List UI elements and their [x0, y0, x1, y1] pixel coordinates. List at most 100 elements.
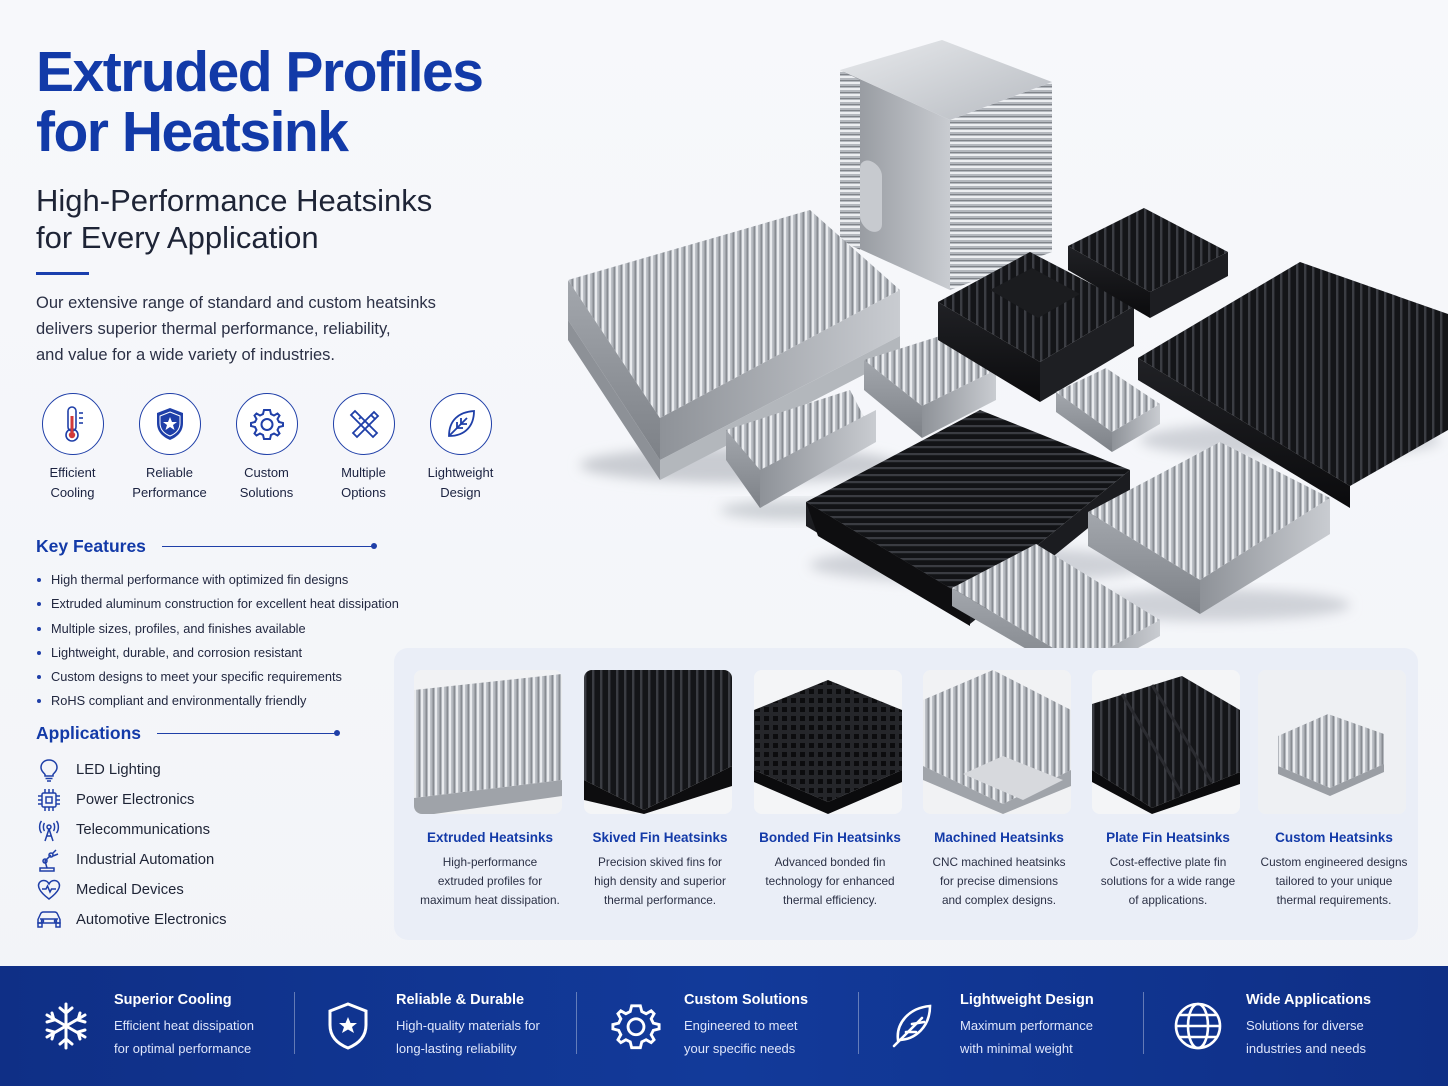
product-description: CNC machined heatsinks for precise dimen…: [923, 853, 1075, 910]
badge-label: Reliable Performance: [132, 463, 206, 503]
title-line-2: for Heatsink: [36, 100, 349, 164]
gear-icon: [606, 996, 666, 1056]
subtitle-line-2: for Every Application: [36, 220, 319, 255]
footer-item-title: Lightweight Design: [960, 992, 1094, 1008]
product-image: [754, 670, 902, 814]
footer-divider: [294, 992, 295, 1054]
description-line: long-lasting reliability: [396, 1041, 517, 1056]
badge-icon-circle: [235, 393, 298, 455]
footer-item-reliable-durable: Reliable & Durable High-quality material…: [318, 966, 540, 1086]
description-line: high density and superior: [594, 874, 726, 888]
badge-label: Lightweight Design: [428, 463, 494, 503]
thermometer-icon: [64, 406, 83, 442]
description-line: High-quality materials for: [396, 1018, 540, 1033]
leaf-icon: [447, 410, 475, 437]
badge-icon-circle: [138, 393, 201, 455]
intro-line-2: delivers superior thermal performance, r…: [36, 320, 391, 338]
product-image: [923, 670, 1071, 814]
footer-item-text: Custom Solutions Engineered to meet your…: [684, 992, 808, 1060]
shield-star-icon: [318, 996, 378, 1056]
badge-label-line: Custom: [244, 465, 289, 480]
badge-label-line: Lightweight: [427, 465, 494, 480]
badge-lightweight-design: Lightweight Design: [412, 393, 509, 503]
badge-multiple-options: Multiple Options: [315, 393, 412, 503]
footer-item-wide-applications: Wide Applications Solutions for diverse …: [1168, 966, 1371, 1086]
description-line: Engineered to meet: [684, 1018, 798, 1033]
product-description: High-performance extruded profiles for m…: [414, 853, 566, 910]
robot-arm-icon: [36, 847, 62, 873]
heatsink-collection-illustration: [568, 40, 1448, 680]
product-card-custom[interactable]: Custom Heatsinks Custom engineered desig…: [1258, 670, 1410, 910]
product-image: [584, 670, 732, 814]
benefit-badges: Efficient Cooling Reliable Performance: [24, 393, 514, 503]
footer-item-lightweight-design: Lightweight Design Maximum performance w…: [882, 966, 1094, 1086]
application-label: LED Lighting: [76, 762, 161, 778]
badge-label-line: Design: [440, 485, 481, 500]
badge-label: Efficient Cooling: [49, 463, 95, 503]
list-item: Power Electronics: [36, 785, 336, 815]
footer-item-title: Wide Applications: [1246, 992, 1372, 1008]
footer-item-title: Superior Cooling: [114, 992, 232, 1008]
tiny-aluminum-heatsink: [1056, 368, 1160, 452]
description-line: with minimal weight: [960, 1041, 1073, 1056]
antenna-icon: [36, 817, 62, 843]
description-line: Maximum performance: [960, 1018, 1093, 1033]
product-name: Extruded Heatsinks: [426, 830, 554, 845]
footer-item-description: Efficient heat dissipation for optimal p…: [114, 1014, 254, 1060]
description-line: extruded profiles for: [437, 874, 543, 888]
footer-benefits-bar: Superior Cooling Efficient heat dissipat…: [0, 966, 1448, 1086]
description-line: Cost-effective plate fin: [1109, 855, 1227, 869]
shield-star-icon: [156, 408, 183, 440]
badge-label-line: Solutions: [239, 485, 294, 500]
product-types-panel: Extruded Heatsinks High-performance extr…: [394, 648, 1418, 940]
application-label: Medical Devices: [76, 882, 184, 898]
product-card-plate-fin[interactable]: Plate Fin Heatsinks Cost-effective plate…: [1092, 670, 1244, 910]
footer-item-superior-cooling: Superior Cooling Efficient heat dissipat…: [36, 966, 254, 1086]
intro-line-3: and value for a wide variety of industri…: [36, 346, 335, 364]
product-description: Custom engineered designs tailored to yo…: [1258, 853, 1410, 910]
key-features-heading: Key Features: [36, 536, 377, 557]
badge-icon-circle: [429, 393, 492, 455]
car-icon: [36, 907, 62, 933]
description-line: Advanced bonded fin: [774, 855, 886, 869]
footer-item-description: Solutions for diverse industries and nee…: [1246, 1014, 1371, 1060]
tall-aluminum-profile: [840, 40, 1052, 290]
footer-item-description: Engineered to meet your specific needs: [684, 1014, 808, 1060]
product-card-bonded[interactable]: Bonded Fin Heatsinks Advanced bonded fin…: [754, 670, 906, 910]
section-title: Key Features: [36, 536, 146, 556]
subtitle-line-1: High-Performance Heatsinks: [36, 183, 433, 218]
badge-icon-circle: [332, 393, 395, 455]
product-image: [414, 670, 562, 814]
description-line: maximum heat dissipation.: [420, 893, 560, 907]
applications-list: LED Lighting Power Electronics Telecommu…: [36, 755, 336, 935]
product-name: Skived Fin Heatsinks: [592, 830, 728, 845]
title-line-1: Extruded Profiles: [36, 40, 484, 104]
badge-icon-circle: [41, 393, 104, 455]
gear-icon: [249, 409, 284, 440]
product-card-skived[interactable]: Skived Fin Heatsinks Precision skived fi…: [584, 670, 736, 910]
description-line: CNC machined heatsinks: [932, 855, 1066, 869]
badge-label: Custom Solutions: [240, 463, 293, 503]
large-black-heatsink: [1138, 262, 1448, 508]
product-card-extruded[interactable]: Extruded Heatsinks High-performance extr…: [414, 670, 566, 910]
lightbulb-icon: [36, 757, 62, 783]
footer-item-description: High-quality materials for long-lasting …: [396, 1014, 540, 1060]
section-rule: [157, 730, 341, 736]
footer-item-title: Custom Solutions: [684, 992, 809, 1008]
application-label: Telecommunications: [76, 822, 211, 838]
description-line: Custom engineered designs: [1260, 855, 1408, 869]
product-card-machined[interactable]: Machined Heatsinks CNC machined heatsink…: [923, 670, 1075, 910]
description-line: solutions for a wide range: [1100, 874, 1236, 888]
intro-line-1: Our extensive range of standard and cust…: [36, 294, 436, 312]
globe-icon: [1168, 996, 1228, 1056]
footer-item-description: Maximum performance with minimal weight: [960, 1014, 1094, 1060]
product-description: Cost-effective plate fin solutions for a…: [1092, 853, 1244, 910]
footer-divider: [576, 992, 577, 1054]
small-black-heatsink: [1068, 208, 1228, 318]
page-subtitle: High-Performance Heatsinks for Every App…: [36, 182, 516, 256]
key-features-list: High thermal performance with optimized …: [36, 568, 456, 714]
description-line: Efficient heat dissipation: [114, 1018, 254, 1033]
list-item: Multiple sizes, profiles, and finishes a…: [36, 617, 456, 641]
section-title: Applications: [36, 723, 142, 743]
list-item: Custom designs to meet your specific req…: [36, 665, 456, 689]
